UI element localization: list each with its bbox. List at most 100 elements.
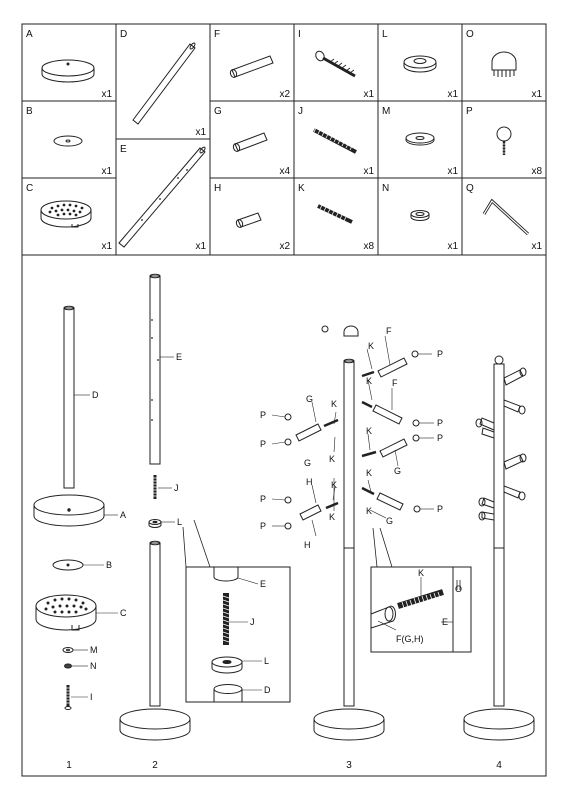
part-letter-a: A (26, 29, 33, 40)
part-letter-l: L (382, 29, 388, 40)
part-qty-p: x8 (531, 166, 542, 177)
part-letter-k: K (298, 183, 305, 194)
callout-d: D (92, 390, 99, 400)
perforated-weight-icon (40, 200, 92, 228)
callout-g: G (394, 466, 401, 476)
part-qty-b: x1 (101, 166, 112, 177)
callout-p: P (260, 439, 266, 449)
upper-pole-icon (118, 146, 206, 248)
callout-b: B (106, 560, 112, 570)
part-letter-f: F (214, 29, 220, 40)
part-qty-e: x1 (195, 241, 206, 252)
ring-nut-icon (148, 519, 162, 528)
step-2: E J L E J L D 2 (119, 273, 291, 771)
base-plate-icon (41, 59, 95, 83)
part-qty-d: x1 (195, 127, 206, 138)
long-peg-icon (361, 400, 420, 427)
part-letter-e: E (120, 144, 127, 155)
callout-c: C (120, 608, 127, 618)
callout-l: L (177, 517, 182, 527)
bolt-icon (315, 50, 356, 78)
part-letter-i: I (298, 29, 301, 40)
part-qty-h: x2 (279, 241, 290, 252)
callout-n: N (90, 661, 97, 671)
callout-i: I (90, 692, 93, 702)
callout-k: K (366, 376, 372, 386)
washer-icon (405, 132, 435, 146)
part-letter-b: B (26, 106, 33, 117)
callout-k: K (366, 426, 372, 436)
medium-peg-icon (284, 413, 339, 442)
small-disc-icon (52, 559, 84, 571)
step-number-3: 3 (346, 760, 352, 771)
callout-p: P (437, 418, 443, 428)
callout-p: P (260, 494, 266, 504)
callout-p: P (437, 504, 443, 514)
part-qty-l: x1 (447, 89, 458, 100)
ring-nut-icon (211, 656, 243, 674)
callout-k: K (366, 506, 372, 516)
zoom-callout-e: E (442, 617, 448, 627)
callout-g: G (306, 394, 313, 404)
base-plate-icon (33, 494, 105, 527)
callout-p: P (260, 521, 266, 531)
part-letter-d: D (120, 29, 127, 40)
callout-k: K (368, 341, 374, 351)
short-threaded-rod-icon (317, 204, 353, 224)
step-1: D A B C M N I 1 (33, 305, 127, 771)
zoom-callout-f: F(G,H) (396, 634, 424, 644)
zoom-callout-o: O (455, 584, 462, 594)
callout-k: K (366, 468, 372, 478)
washer-icon (62, 647, 74, 653)
part-qty-o: x1 (531, 89, 542, 100)
callout-f: F (392, 378, 398, 388)
lower-pole-icon (63, 305, 75, 489)
part-letter-c: C (26, 183, 33, 194)
short-peg-icon (235, 212, 262, 228)
top-cap-icon (491, 51, 517, 77)
short-threaded-rod-icon (397, 589, 444, 609)
zoom-callout-d: D (264, 685, 271, 695)
callout-h: H (304, 540, 311, 550)
bolt-icon (64, 685, 72, 710)
medium-peg-icon (232, 132, 268, 152)
step-number-1: 1 (66, 760, 72, 771)
small-nut-icon (410, 210, 430, 221)
part-letter-o: O (466, 29, 474, 40)
zoom-callout-l: L (264, 656, 269, 666)
callout-g: G (386, 516, 393, 526)
part-qty-m: x1 (447, 166, 458, 177)
top-cap-icon (321, 325, 359, 337)
part-letter-p: P (466, 106, 473, 117)
small-nut-icon (64, 663, 72, 669)
part-letter-h: H (214, 183, 221, 194)
zoom-callout-k: K (418, 568, 424, 578)
callout-f: F (386, 326, 392, 336)
callout-e: E (176, 352, 182, 362)
step-number-2: 2 (152, 760, 158, 771)
callout-m: M (90, 645, 98, 655)
callout-k: K (329, 512, 335, 522)
part-qty-a: x1 (101, 89, 112, 100)
part-qty-q: x1 (531, 241, 542, 252)
step-3: K F P K F P P K G K P K G P P P P G K G … (260, 325, 472, 771)
long-peg-icon (229, 55, 274, 78)
callout-g: G (304, 458, 311, 468)
threaded-rod-icon (222, 593, 230, 645)
parts-grid (21, 23, 547, 256)
threaded-rod-icon (153, 475, 157, 499)
part-letter-j: J (298, 106, 303, 117)
part-qty-j: x1 (363, 166, 374, 177)
zoom-detail-peg-joint (370, 527, 472, 653)
ball-knob-icon (496, 126, 512, 155)
callout-h: H (306, 477, 313, 487)
step-number-4: 4 (496, 760, 502, 771)
callout-p: P (260, 410, 266, 420)
finished-coat-stand (463, 355, 535, 741)
callout-a: A (120, 510, 126, 520)
part-qty-f: x2 (279, 89, 290, 100)
callout-k: K (331, 480, 337, 490)
small-disc-icon (53, 135, 83, 147)
step-4: 4 (463, 355, 535, 771)
